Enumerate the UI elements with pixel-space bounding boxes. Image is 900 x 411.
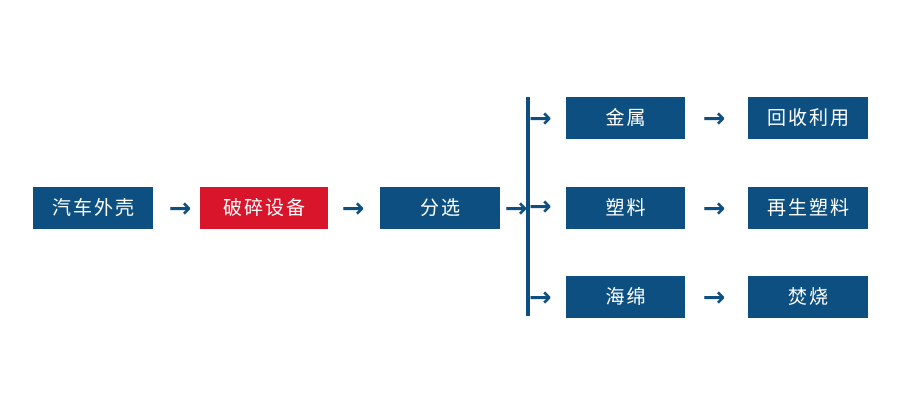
arrow-right-icon-shredder-to-sorting: → <box>341 192 365 224</box>
arrow-right-icon-sorting-to-split: → <box>504 192 528 224</box>
split-bus-line <box>526 97 530 316</box>
node-branch-sponge[interactable]: 海绵 <box>566 276 685 318</box>
arrow-right-icon-metal-to-out: → <box>702 102 726 134</box>
node-out-metal[interactable]: 回收利用 <box>748 97 868 139</box>
arrow-right-icon-plastic-to-out: → <box>702 192 726 224</box>
node-out-sponge[interactable]: 焚烧 <box>748 276 868 318</box>
node-shredder[interactable]: 破碎设备 <box>200 187 328 229</box>
node-input[interactable]: 汽车外壳 <box>33 187 153 229</box>
arrow-right-icon-split-to-sponge: → <box>529 281 552 313</box>
arrow-right-icon-input-to-shredder: → <box>168 192 192 224</box>
node-branch-metal[interactable]: 金属 <box>566 97 685 139</box>
arrow-right-icon-split-to-metal: → <box>529 102 552 134</box>
arrow-right-icon-sponge-to-out: → <box>702 281 726 313</box>
arrow-right-icon-split-to-plastic: → <box>529 190 552 222</box>
node-out-plastic[interactable]: 再生塑料 <box>748 187 868 229</box>
node-sorting[interactable]: 分选 <box>380 187 500 229</box>
node-branch-plastic[interactable]: 塑料 <box>566 187 685 229</box>
